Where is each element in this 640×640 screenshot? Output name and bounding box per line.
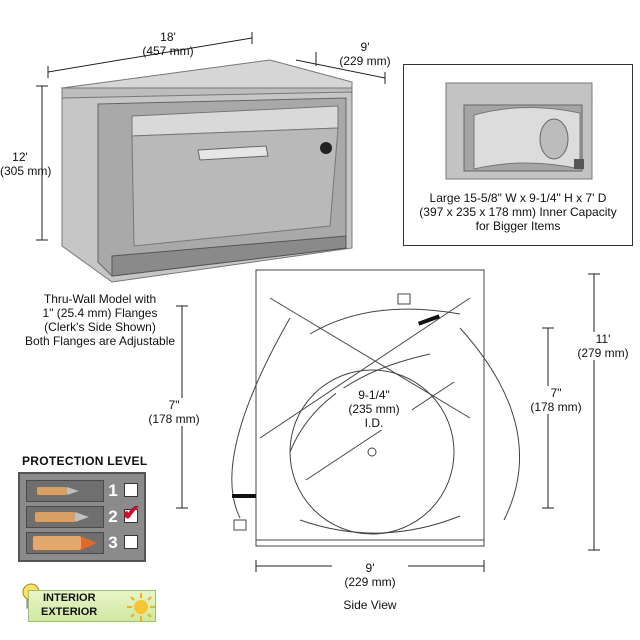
right-height-label: 7" (178 mm)	[522, 386, 590, 414]
protection-level-row: 3	[26, 532, 138, 554]
protection-level-row: 2 ✔	[26, 500, 140, 528]
upper-tab	[397, 293, 411, 305]
inner-capacity-inset: Large 15-5/8" W x 9-1/4" H x 7' D (397 x…	[403, 64, 633, 246]
inset-illustration	[445, 82, 593, 180]
diameter-label: 9-1/4" (235 mm) I.D.	[336, 388, 412, 430]
protection-level-number: 1	[108, 481, 118, 500]
total-height-label: 11' (279 mm)	[566, 332, 640, 360]
protection-level-number: 3	[108, 533, 118, 552]
bullet-large-icon	[26, 532, 104, 554]
depth-dimension-label: 9' (229 mm)	[339, 40, 391, 68]
height-dimension-label: 12' (305 mm)	[0, 150, 52, 178]
left-height-label: 7" (178 mm)	[140, 398, 208, 426]
protection-level-panel: 1 2 ✔ 3	[18, 472, 146, 562]
interior-exterior-badge: INTERIOR EXTERIOR	[28, 590, 156, 622]
bullet-medium-icon	[26, 506, 104, 528]
checkmark-icon: ✔	[122, 500, 141, 525]
protection-level-checkbox	[124, 509, 138, 523]
protection-level-number: 2	[108, 507, 118, 526]
product-illustration	[36, 32, 386, 283]
protection-level-checkbox	[124, 483, 138, 497]
upper-latch	[417, 314, 441, 326]
protection-level-checkbox	[124, 535, 138, 549]
right-curve	[459, 327, 521, 521]
side-view-caption: Side View	[343, 598, 397, 612]
diameter-line	[305, 381, 455, 481]
protection-level-row: 1	[26, 480, 138, 502]
exterior-label: EXTERIOR	[41, 606, 98, 618]
dimension-lines	[36, 32, 386, 241]
drum-center	[367, 447, 377, 457]
inset-caption: Large 15-5/8" W x 9-1/4" H x 7' D (397 x…	[419, 191, 617, 233]
side-view-frame	[255, 269, 485, 547]
drop-box-body	[60, 59, 353, 283]
left-curve	[231, 317, 291, 519]
lower-latch	[232, 494, 256, 498]
sun-icon	[127, 593, 155, 621]
thru-wall-caption: Thru-Wall Model with 1" (25.4 mm) Flange…	[24, 292, 176, 348]
lower-tab	[233, 519, 247, 531]
bottom-width-label: 9' (229 mm)	[332, 561, 408, 589]
protection-level-title: PROTECTION LEVEL	[22, 454, 148, 468]
width-dimension-label: 18' (457 mm)	[142, 30, 194, 58]
bullet-small-icon	[26, 480, 104, 502]
interior-label: INTERIOR	[43, 592, 96, 604]
